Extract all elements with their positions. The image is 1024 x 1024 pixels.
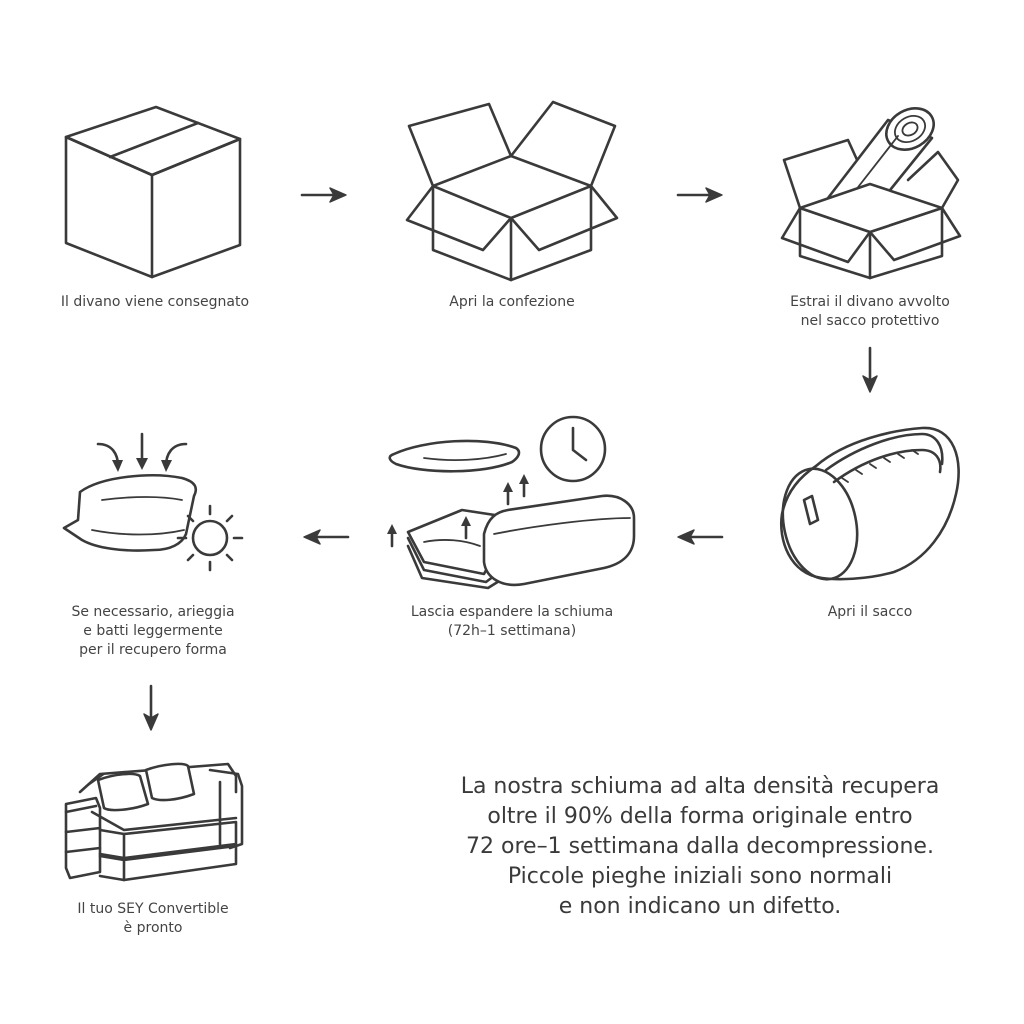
step-caption-open-box: Apri la confezione xyxy=(449,294,575,310)
arrow-down-icon xyxy=(142,684,160,732)
step-caption-expand: Lascia espandere la schiuma (72h–1 setti… xyxy=(410,604,614,639)
arrow-left-icon xyxy=(676,528,724,546)
open-box-icon xyxy=(405,100,620,285)
clock-icon xyxy=(538,414,608,484)
expanding-foam-icon xyxy=(384,418,644,593)
foam-recovery-note: La nostra schiuma ad alta densità recupe… xyxy=(460,774,940,919)
cylindrical-bag-icon xyxy=(776,420,966,585)
step-caption-extract: Estrai il divano avvolto nel sacco prote… xyxy=(790,294,950,329)
sofa-icon xyxy=(60,752,246,892)
closed-box-icon xyxy=(60,105,250,285)
step-caption-ready: Il tuo SEY Convertible è pronto xyxy=(77,901,229,936)
box-with-roll-icon xyxy=(778,98,963,283)
step-caption-open-bag: Apri il sacco xyxy=(827,604,913,620)
arrow-right-icon xyxy=(300,186,348,204)
step-caption-delivered: Il divano viene consegnato xyxy=(60,294,250,310)
pillow-sun-icon xyxy=(62,430,246,575)
step-caption-air-out: Se necessario, arieggia e batti leggerme… xyxy=(71,604,235,658)
arrow-right-icon xyxy=(676,186,724,204)
arrow-left-icon xyxy=(302,528,350,546)
arrow-down-icon xyxy=(861,346,879,394)
